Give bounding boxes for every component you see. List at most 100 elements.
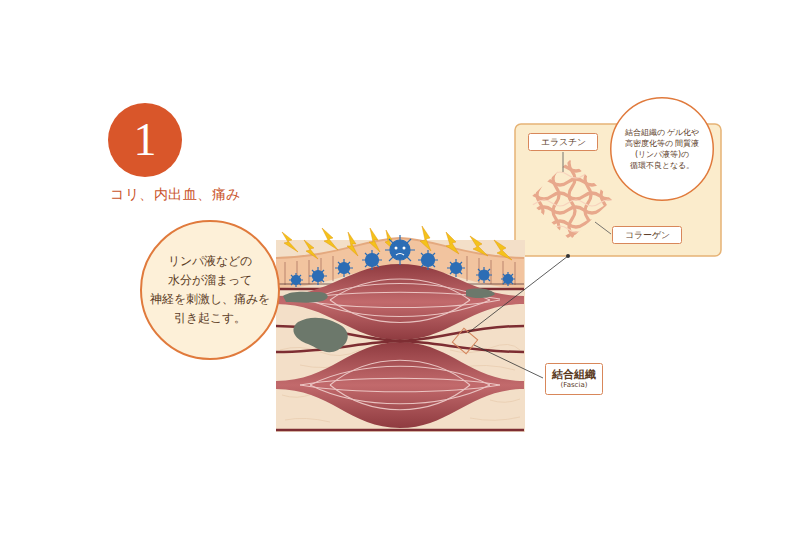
tissue-illustration-part-part: [310, 385, 490, 404]
tissue-illustration-part-part-part: [396, 254, 404, 256]
tissue-illustration-part-part: [282, 232, 298, 252]
tissue-illustration-part-part: [282, 394, 312, 397]
fiber-mesh-part: [520, 233, 616, 239]
label-text: コラーゲン: [625, 230, 670, 241]
note-circle-outline: [610, 97, 714, 201]
tissue-illustration-part-part: [490, 399, 520, 402]
part-label-shape: [546, 364, 603, 395]
number-badge-shape: [108, 103, 182, 177]
tissue-illustration-part-part: [501, 272, 515, 286]
tissue-illustration-part: [293, 318, 347, 353]
tissue-illustration-part-part-part: [395, 247, 398, 250]
tissue-illustration-part-part-part: [390, 240, 410, 260]
tissue-illustration-part-part: [285, 418, 330, 422]
tissue-illustration-part-part-part: [366, 254, 379, 267]
tissue-illustration-part-part: [503, 261, 504, 285]
fiber-mesh-part: [601, 155, 607, 251]
tissue-illustration-part-part: [309, 260, 310, 284]
tissue-illustration-part-part: [330, 360, 470, 385]
tissue-illustration-part-part: [335, 259, 353, 277]
tissue-illustration-part-part-part: [362, 250, 382, 270]
tissue-illustration-part-part: [446, 232, 459, 254]
leader-line: [474, 345, 543, 378]
tissue-illustration-part-part: [310, 300, 490, 317]
callout-circle-outline: [140, 220, 280, 360]
leader-line: [595, 222, 611, 234]
tissue-illustration: [276, 226, 525, 432]
tissue-illustration-part-part: [515, 262, 516, 285]
tissue-illustration-part-part: [491, 260, 492, 284]
fiber-mesh-core-part: [520, 172, 616, 178]
tissue-illustration-part-part: [300, 378, 500, 385]
tissue-illustration-part-part-part: [447, 259, 465, 277]
tissue-illustration-part-part: [310, 366, 490, 385]
fiber-mesh-part: [585, 155, 591, 251]
tissue-illustration-part-part: [369, 228, 380, 252]
leader-dot: [566, 254, 570, 258]
tissue-illustration-part-part: [347, 232, 358, 256]
tissue-illustration-part: [276, 342, 524, 428]
callout-circle: リンパ液などの 水分が溜まって 神経を刺激し、痛みを 引き起こす。: [140, 220, 280, 360]
tissue-illustration-part-part: [310, 284, 490, 301]
label-text: リンパ液などの 水分が溜まって 神経を刺激し、痛みを 引き起こす。: [147, 252, 273, 329]
tissue-illustration-part-part-part: [418, 250, 438, 270]
note-circle: 結合組織の ゲル化や 高密度化等の 間質液(リンパ液等)の 循環不良となる。: [610, 97, 714, 201]
tissue-illustration-part-part: [470, 417, 520, 420]
fiber-mesh-part: [520, 207, 616, 213]
tissue-illustration-part-part-part: [504, 275, 513, 284]
callout-circle-shape: [141, 221, 279, 359]
tissue-illustration-part-part-part: [292, 276, 301, 285]
number-badge: 1: [108, 103, 182, 177]
tissue-illustration-part-part-part: [422, 254, 435, 267]
fiber-mesh-part: [569, 155, 575, 251]
tissue-illustration-part-part: [385, 235, 415, 265]
tissue-illustration-part-part: [322, 228, 338, 250]
tissue-illustration-part-part: [330, 385, 470, 410]
tissue-illustration-part-part-part: [501, 272, 515, 286]
tissue-illustration-part-part-part: [313, 271, 324, 282]
label-text: 結合組織: [552, 368, 596, 381]
tissue-illustration-part-part: [333, 256, 334, 281]
fiber-mesh: [520, 155, 616, 251]
tissue-illustration-part-part-part: [339, 263, 350, 274]
tissue-illustration-part-part: [285, 262, 286, 285]
note-circle-shape: [611, 98, 714, 201]
fiber-mesh-core: [520, 172, 616, 232]
sub-label-text: (Fascia): [561, 381, 588, 389]
tissue-illustration-part-part: [470, 236, 488, 256]
part-label: コラーゲン: [612, 226, 682, 244]
tissue-illustration-part-part: [476, 267, 492, 283]
leader-line: [563, 152, 564, 172]
part-label: エラスチン: [528, 133, 598, 151]
tissue-illustration-part: [283, 292, 328, 303]
tissue-illustration-part-part: [309, 267, 327, 285]
tissue-illustration-part-part-part: [309, 267, 327, 285]
tissue-illustration-part-part-part: [476, 267, 492, 283]
tissue-illustration-part-part: [330, 279, 470, 300]
label-text: 1: [115, 117, 175, 163]
tissue-illustration-part-part: [494, 240, 512, 260]
fiber-mesh-part: [520, 179, 616, 185]
tissue-illustration-part-part: [418, 250, 438, 270]
fiber-mesh-core-part: [520, 200, 616, 206]
tissue-illustration-part-part: [330, 300, 470, 323]
zoom-marker: [452, 328, 477, 353]
tissue-illustration-part-part: [304, 240, 318, 259]
tissue-illustration-part-part-part: [335, 259, 353, 277]
label-text: 結合組織の ゲル化や 高密度化等の 間質液(リンパ液等)の 循環不良となる。: [620, 127, 704, 172]
fiber-mesh-part: [553, 155, 559, 251]
tissue-illustration-part-part-part: [289, 273, 303, 287]
tissue-illustration-part: [282, 226, 512, 260]
tissue-illustration-part-part: [300, 385, 500, 392]
tissue-illustration-part-part-part: [451, 263, 462, 274]
tissue-illustration-part: [289, 235, 515, 287]
tissue-illustration-part-part-part: [385, 235, 415, 265]
tissue-illustration-part-part-part: [479, 270, 489, 280]
tissue-illustration-part-part: [447, 259, 465, 277]
tissue-illustration-part-part-part: [403, 247, 406, 250]
tissue-illustration-part-part: [300, 300, 500, 308]
tissue-illustration-part-part: [362, 250, 382, 270]
tissue-illustration-part-part: [467, 256, 468, 281]
